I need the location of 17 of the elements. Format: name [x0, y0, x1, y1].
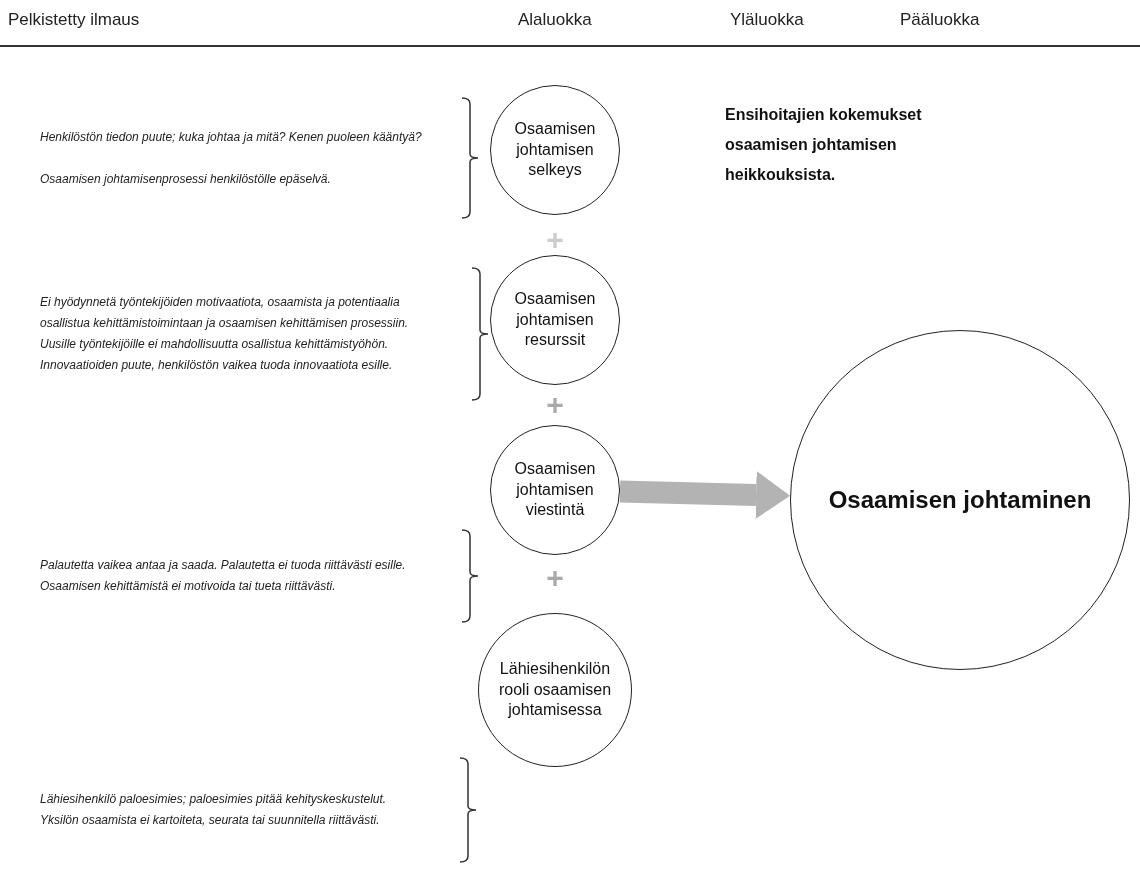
plus-sign: +	[545, 563, 565, 593]
column-header: Yläluokka	[730, 10, 804, 30]
description-text: Lähiesihenkilö paloesimies; paloesimies pitää kehityskeskustelut.	[40, 791, 388, 808]
description-text: Uusille työntekijöille ei mahdollisuutta osallistua kehittämistyöhön. Innovaatioiden puute, henkilöstön vaikea tuoda innovaatiota esille.	[40, 336, 394, 374]
column-header: Pääluokka	[900, 10, 980, 30]
description-text: Henkilöstön tiedon puute; kuka johtaa ja mitä? Kenen puoleen kääntyä?	[40, 128, 423, 146]
description-text: Palautetta vaikea antaa ja saada. Palautetta ei tuoda riittävästi esille.	[40, 557, 407, 574]
description-text: Osaamisen johtamisenprosessi henkilöstölle epäselvä.	[40, 170, 332, 188]
column-header: Pelkistetty ilmaus	[8, 10, 140, 30]
diagram-title: Ensihoitajien kokemukset osaamisen johtamisen heikkouksista.	[725, 105, 923, 185]
description-text: Ei hyödynnetä työntekijöiden motivaatiota, osaamista ja potentiaalia osallistua kehittämistoimintaan ja osaamisen kehittämisen prosessiin.	[40, 294, 410, 332]
column-header: Alaluokka	[518, 10, 592, 30]
description-text: Yksilön osaamista ei kartoiteta, seurata tai suunnitella riittävästi.	[40, 812, 381, 829]
block-arrow	[619, 470, 791, 519]
plus-sign: +	[545, 390, 565, 420]
plus-sign: +	[545, 225, 565, 255]
description-text: Osaamisen kehittämistä ei motivoida tai tueta riittävästi.	[40, 578, 337, 595]
